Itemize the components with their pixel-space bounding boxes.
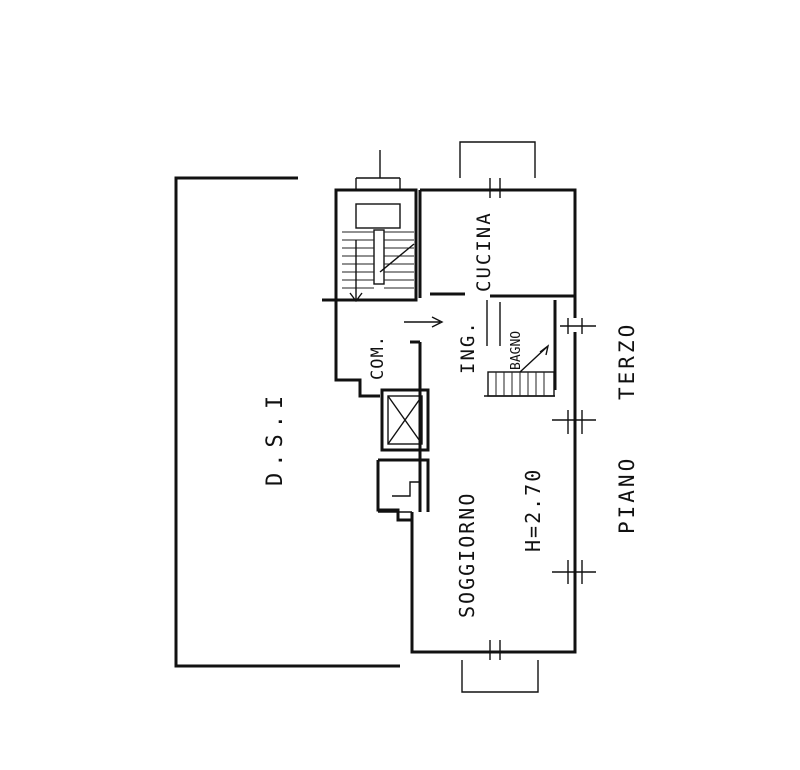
elevator-shaft — [380, 388, 430, 452]
bottom-balcony — [461, 640, 539, 693]
top-balcony — [459, 141, 536, 198]
entrance-label: ING. — [457, 320, 479, 374]
kitchen-label: CUCINA — [473, 211, 495, 292]
floor-number-label: TERZO — [615, 322, 639, 400]
bathroom-label: BAGNO — [509, 331, 524, 370]
floor-name-label: PIANO — [615, 456, 639, 534]
window-marks — [552, 318, 596, 584]
dsi-label: D.S.I — [263, 390, 288, 486]
lower-common-wall — [376, 458, 430, 522]
interior-partitions — [430, 292, 575, 397]
common-staircase — [334, 150, 418, 303]
common-landing — [322, 298, 444, 398]
apartment-outline — [410, 188, 577, 654]
ceiling-height-label: H=2.70 — [521, 468, 545, 552]
bathroom-stair — [487, 344, 555, 397]
dsi-area — [174, 176, 400, 668]
common-area-label: COM. — [368, 335, 388, 380]
living-room-label: SOGGIORNO — [455, 492, 479, 618]
